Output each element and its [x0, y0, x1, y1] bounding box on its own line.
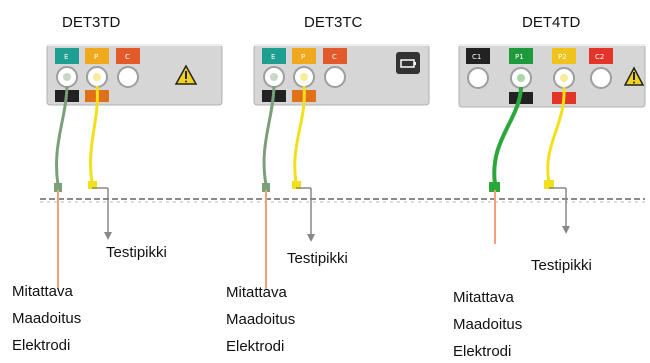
svg-text:P1: P1: [515, 53, 524, 61]
test-spike-label: Testipikki: [287, 250, 348, 267]
test-spike: [92, 187, 112, 240]
svg-text:C: C: [332, 53, 337, 61]
terminal-c1: C1: [466, 48, 490, 89]
electrode-label-line1: Mitattava: [226, 284, 288, 301]
svg-text:E: E: [271, 53, 275, 61]
terminal-c: C: [116, 48, 140, 88]
electrode-label-line1: Mitattava: [12, 283, 74, 300]
svg-text:P2: P2: [558, 53, 567, 61]
svg-text:P: P: [94, 53, 98, 61]
ground-line: [40, 198, 645, 203]
electrode-label-line3: Elektrodi: [12, 337, 70, 354]
electrode-label-line2: Maadoitus: [12, 310, 81, 327]
electrode-label-line3: Elektrodi: [453, 343, 511, 360]
test-spike-label: Testipikki: [106, 244, 167, 261]
terminal-c: C: [323, 48, 347, 88]
battery-icon: [396, 52, 420, 74]
warning-triangle-icon: [623, 66, 645, 86]
electrode-label-line2: Maadoitus: [453, 316, 522, 333]
instrument-det4td: DET4TD C1 P1 P2 C2: [453, 14, 646, 360]
test-leads: [262, 85, 306, 192]
instrument-det3td: DET3TD E P C: [12, 14, 223, 354]
svg-text:E: E: [64, 53, 68, 61]
svg-text:C: C: [125, 53, 130, 61]
svg-text:C2: C2: [595, 53, 604, 61]
instrument-title: DET3TC: [304, 14, 363, 31]
test-leads: [489, 86, 566, 192]
instrument-det3tc: DET3TC E P C: [226, 14, 430, 355]
test-leads: [54, 85, 99, 192]
terminal-c2: C2: [589, 48, 613, 89]
test-spike: [296, 187, 315, 242]
instrument-title: DET3TD: [62, 14, 121, 31]
svg-text:C1: C1: [472, 53, 481, 61]
terminal-p1: P1: [509, 48, 533, 104]
test-spike: [549, 187, 570, 234]
electrode-label-line3: Elektrodi: [226, 338, 284, 355]
electrode-label-line1: Mitattava: [453, 289, 515, 306]
warning-triangle-icon: [174, 64, 198, 85]
svg-text:P: P: [301, 53, 305, 61]
electrode-label-line2: Maadoitus: [226, 311, 295, 328]
instrument-title: DET4TD: [522, 14, 581, 31]
test-spike-label: Testipikki: [531, 257, 592, 274]
